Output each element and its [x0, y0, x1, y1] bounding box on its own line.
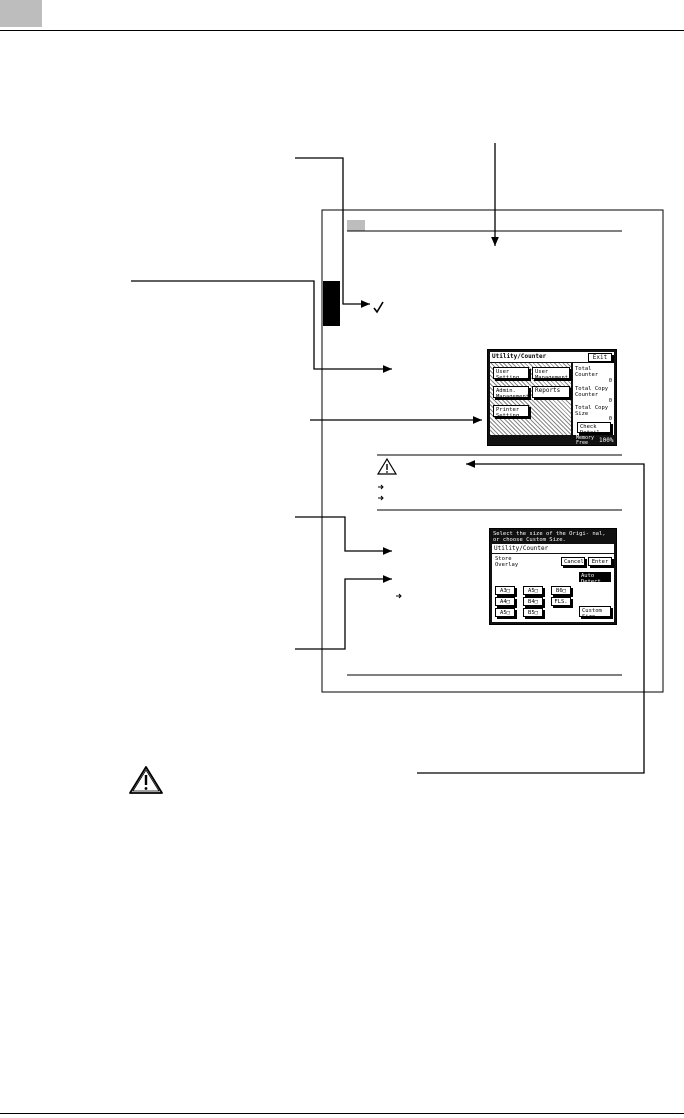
- original-size-screen: Select the size of the Origi- nal, or ch…: [489, 528, 617, 625]
- paper-label: B4: [528, 599, 535, 605]
- warning-icon: [378, 459, 396, 474]
- utility-counter-screen: Utility/Counter Exit User Setting User M…: [487, 349, 617, 446]
- paper-label: A5: [500, 610, 507, 616]
- screen-title: Utility/Counter: [492, 354, 546, 360]
- counter-label: Total Copy Counter: [575, 386, 612, 398]
- user-setting-button[interactable]: User Setting: [493, 367, 529, 379]
- counter-value: 0: [575, 398, 612, 404]
- paper-label: B5: [528, 610, 535, 616]
- paper-b6-button[interactable]: B6□: [551, 586, 571, 595]
- paper-label: A5: [528, 588, 535, 594]
- counter-value: 0: [575, 378, 612, 384]
- admin-management-button[interactable]: Admin. Management: [493, 386, 529, 398]
- pointer-line-5: [295, 517, 392, 551]
- exit-button[interactable]: Exit: [588, 353, 612, 362]
- store-overlay-label: Store Overlay: [495, 556, 535, 568]
- arrow-bullet-icon: [378, 496, 383, 500]
- paper-a5-button[interactable]: A5□: [523, 586, 543, 595]
- printer-setting-button[interactable]: Printer Setting: [493, 405, 529, 417]
- screen-title: Utility/Counter: [494, 546, 548, 552]
- auto-detect-button[interactable]: Auto Detect: [579, 572, 611, 582]
- screen-message: Select the size of the Origi- nal, or ch…: [493, 531, 611, 543]
- pointer-line-6: [295, 579, 392, 649]
- arrow-bullet-icon: [396, 594, 401, 598]
- paper-b5-button[interactable]: B5□: [523, 608, 543, 617]
- warning-icon: [130, 767, 162, 793]
- cancel-button[interactable]: Cancel: [561, 557, 585, 566]
- paper-a3-button[interactable]: A3□: [495, 586, 515, 595]
- paper-label: B6: [556, 588, 563, 594]
- memory-label: Memory Free: [576, 436, 596, 446]
- check-mark-icon: [374, 302, 383, 312]
- arrow-bullet-icon: [378, 485, 383, 489]
- paper-fls-button[interactable]: FLS.: [551, 597, 571, 606]
- check-detail-button[interactable]: Check Detail: [577, 422, 611, 433]
- reports-button[interactable]: Reports: [532, 386, 570, 398]
- user-management-button[interactable]: User Management: [532, 367, 570, 379]
- enter-button[interactable]: Enter: [588, 557, 612, 566]
- paper-a4-button[interactable]: A4□: [495, 597, 515, 606]
- pointer-line-3: [131, 281, 392, 369]
- sample-page-tab: [347, 220, 365, 231]
- paper-label: A3: [500, 588, 507, 594]
- paper-label: A4: [500, 599, 507, 605]
- sample-chapter-tab: [323, 281, 340, 326]
- counter-label: Total Counter: [575, 366, 612, 378]
- paper-a5-button[interactable]: A5□: [495, 608, 515, 617]
- paper-b4-button[interactable]: B4□: [523, 597, 543, 606]
- custom-size-button[interactable]: Custom Size: [579, 606, 611, 617]
- memory-value: 100%: [599, 438, 613, 444]
